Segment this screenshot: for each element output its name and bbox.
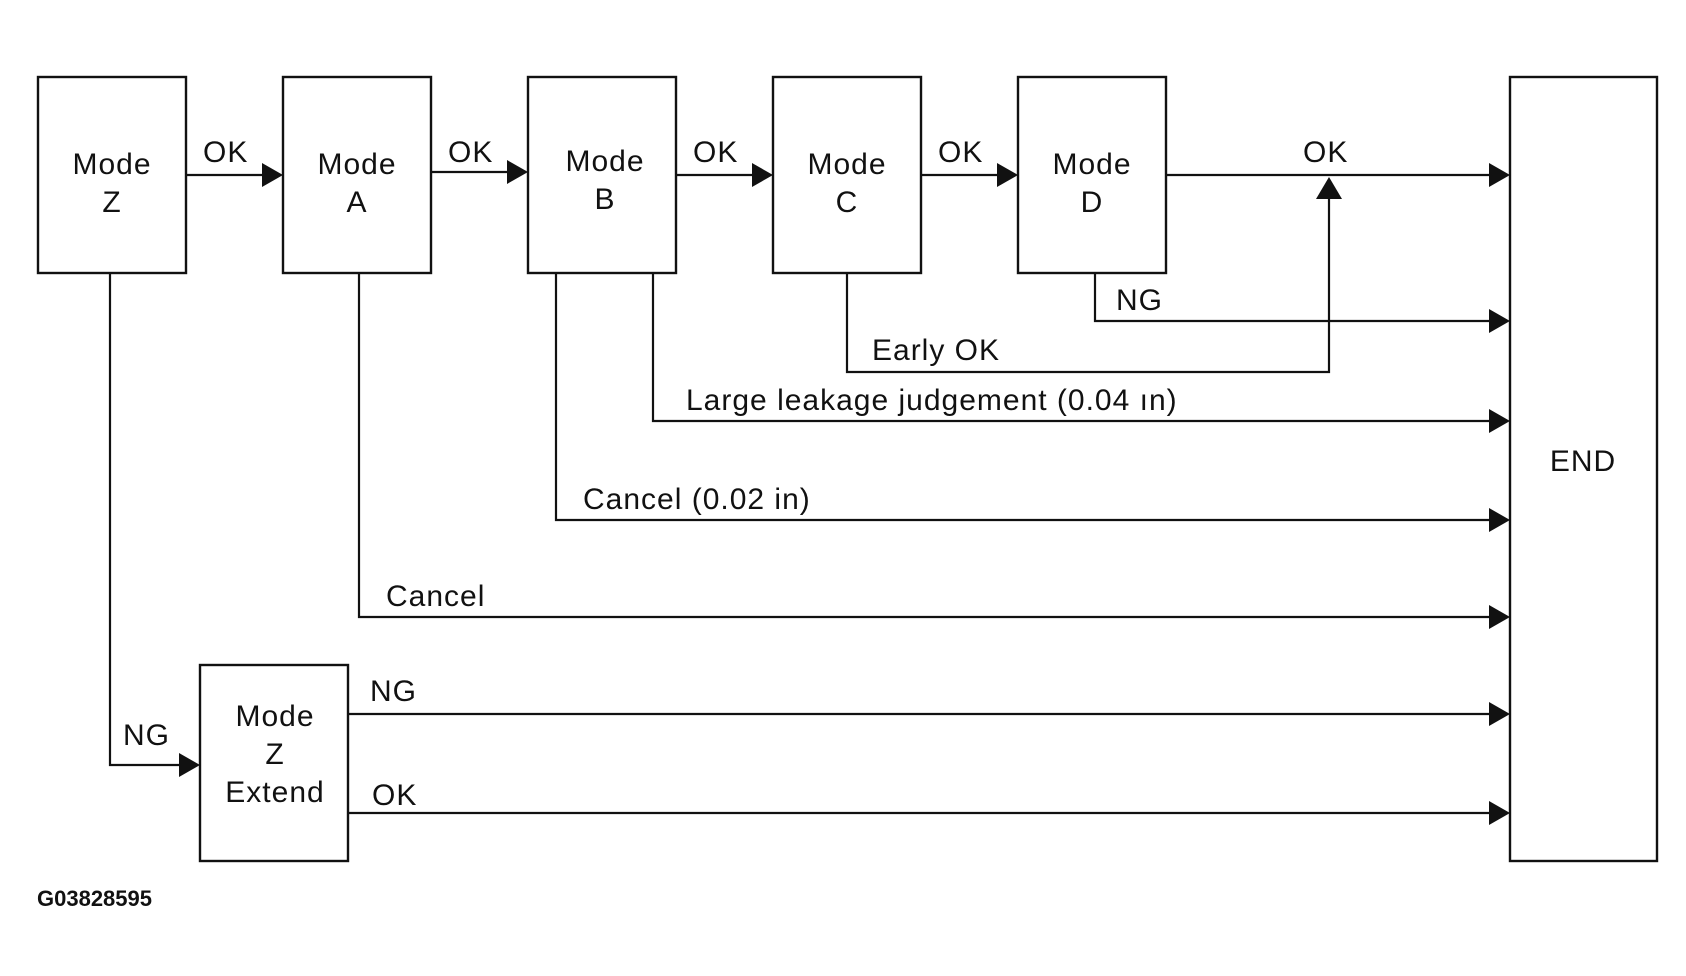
edge-c-early-ok-label: Early OK [872, 334, 1000, 367]
edge-z-ng-label: NG [123, 719, 170, 752]
edge-a-cancel: Cancel [357, 273, 1510, 629]
mode-z-extend-box: Mode Z Extend [198, 663, 350, 863]
edge-d-ng: NG [1093, 273, 1510, 333]
edge-b-large-leak: Large leakage judgement (0.04 ın) [651, 273, 1510, 433]
arrow-head-icon [1489, 309, 1510, 333]
mode-d-box: Mode D [1016, 75, 1168, 275]
edge-zext-ng-label: NG [370, 675, 417, 708]
arrow-head-icon [1489, 409, 1510, 433]
arrow-head-icon [1489, 163, 1510, 187]
arrow-up-icon [1316, 177, 1342, 199]
edge-c-to-d: OK [921, 136, 1018, 187]
edge-d-to-end-label: OK [1303, 136, 1348, 169]
edge-z-ng: NG [108, 273, 200, 777]
mode-z-line2: Z [102, 186, 121, 219]
edge-zext-ok: OK [348, 779, 1510, 825]
arrow-head-icon [997, 163, 1018, 187]
arrow-head-icon [752, 163, 773, 187]
edge-d-to-end: OK [1166, 136, 1510, 187]
mode-b-line1: Mode [565, 145, 644, 178]
mode-c-line1: Mode [807, 148, 886, 181]
arrow-head-icon [1489, 508, 1510, 532]
edge-b-to-c: OK [676, 136, 773, 187]
edge-b-cancel: Cancel (0.02 in) [554, 273, 1510, 532]
edge-c-to-d-label: OK [938, 136, 983, 169]
edge-z-to-a: OK [186, 136, 283, 187]
mode-b-line2: B [594, 183, 615, 216]
edge-z-to-a-label: OK [203, 136, 248, 169]
edge-b-large-leak-label: Large leakage judgement (0.04 ın) [686, 384, 1178, 417]
edge-zext-ng: NG [348, 675, 1510, 726]
mode-a-box: Mode A [281, 75, 433, 275]
arrow-head-icon [507, 160, 528, 184]
arrow-head-icon [262, 163, 283, 187]
edge-zext-ok-label: OK [372, 779, 417, 812]
mode-b-box: Mode B [526, 75, 678, 275]
mode-z-extend-line1: Mode [235, 700, 314, 733]
edge-a-cancel-label: Cancel [386, 580, 485, 613]
figure-id: G03828595 [37, 886, 152, 911]
edge-b-to-c-label: OK [693, 136, 738, 169]
mode-c-box: Mode C [771, 75, 923, 275]
mode-z-extend-line3: Extend [225, 776, 324, 809]
edge-b-cancel-label: Cancel (0.02 in) [583, 483, 811, 516]
arrow-head-icon [179, 753, 200, 777]
mode-z-line1: Mode [72, 148, 151, 181]
edge-d-ng-label: NG [1116, 284, 1163, 317]
edge-a-to-b: OK [431, 136, 528, 184]
mode-d-line2: D [1081, 186, 1104, 219]
mode-z-extend-line2: Z [265, 738, 284, 771]
edge-a-to-b-label: OK [448, 136, 493, 169]
end-label: END [1550, 445, 1616, 478]
mode-d-line1: Mode [1052, 148, 1131, 181]
mode-c-line2: C [836, 186, 859, 219]
mode-z-box: Mode Z [36, 75, 188, 275]
mode-a-line2: A [346, 186, 367, 219]
arrow-head-icon [1489, 702, 1510, 726]
end-box: END [1508, 75, 1659, 863]
edge-c-early-ok: Early OK [845, 177, 1342, 374]
mode-a-line1: Mode [317, 148, 396, 181]
arrow-head-icon [1489, 801, 1510, 825]
arrow-head-icon [1489, 605, 1510, 629]
